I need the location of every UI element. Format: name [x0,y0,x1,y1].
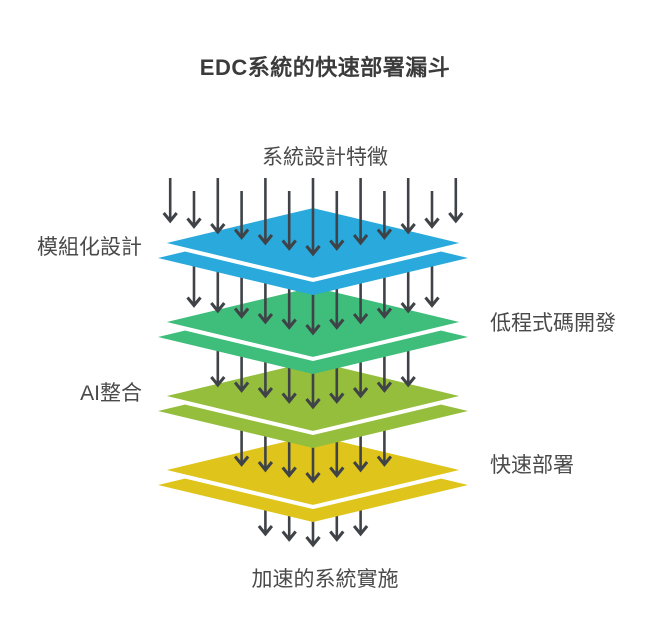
flow-arrow-icon [448,178,464,224]
flow-arrow-icon [329,191,345,251]
flow-arrow-icon [424,191,440,229]
flow-arrow-icon [162,178,178,224]
flow-arrow-icon [376,191,393,240]
flow-arrow-icon [210,178,226,235]
arrow-row-0 [162,178,464,257]
flow-arrow-icon [233,191,250,240]
flow-arrow-icon [186,191,202,229]
layer-label-low-code-dev: 低程式碼開發 [490,312,616,335]
flow-arrow-icon [305,178,321,257]
funnel-input-label: 系統設計特徵 [262,146,388,169]
flow-arrow-icon [281,191,297,251]
layer-label-ai-integration: AI整合 [80,382,142,405]
flow-arrow-icon [400,178,416,235]
funnel-output-label: 加速的系統實施 [251,568,399,591]
layer-label-rapid-deployment: 快速部署 [490,454,574,477]
flow-arrow-icon [257,178,274,246]
flow-arrow-icon [352,178,369,246]
page-title: EDC系統的快速部署漏斗 [199,55,451,80]
layer-label-modular-design: 模組化設計 [37,236,142,259]
